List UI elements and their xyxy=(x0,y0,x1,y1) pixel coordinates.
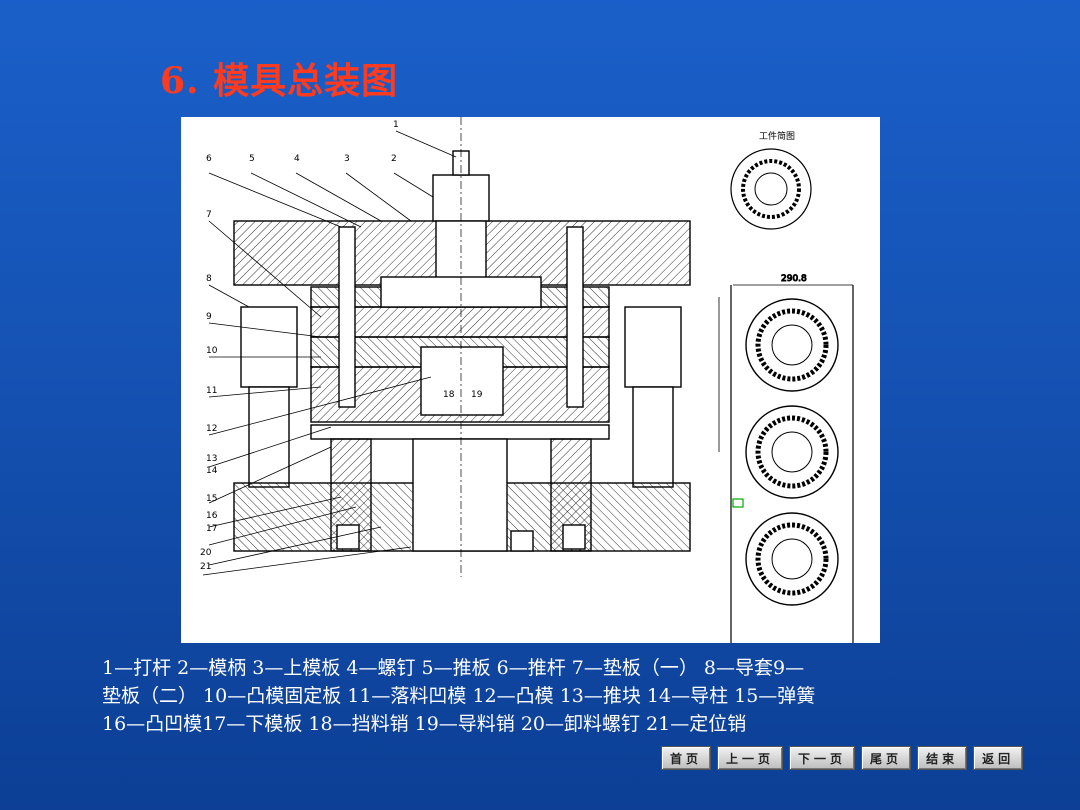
part-label: 19 xyxy=(471,390,483,400)
parts-legend: 1—打杆 2—模柄 3—上模板 4—螺钉 5—推板 6—推杆 7—垫板（一） 8… xyxy=(102,654,1002,738)
part-label: 12 xyxy=(206,424,217,434)
strip-layout: 290.8 xyxy=(718,274,854,643)
part-label: 11 xyxy=(206,386,217,396)
part-label: 3 xyxy=(344,154,350,164)
back-button[interactable]: 返回 xyxy=(973,746,1024,770)
assembly-svg: 1 2 3 4 5 6 7 8 9 10 11 12 13 14 15 16 1… xyxy=(200,117,854,643)
slide-title: 6. 模具总装图 xyxy=(160,60,399,102)
part-label: 1 xyxy=(393,120,399,130)
part-label: 13 xyxy=(206,454,217,464)
part-label: 14 xyxy=(206,466,218,476)
part-label: 10 xyxy=(206,346,218,356)
section-view xyxy=(202,117,691,577)
part-label: 2 xyxy=(391,154,397,164)
dimension-label: 290.8 xyxy=(781,274,807,284)
part-label: 5 xyxy=(249,154,255,164)
part-label: 7 xyxy=(206,210,212,220)
workpiece-label: 工件简图 xyxy=(759,130,795,142)
last-page-button[interactable]: 尾页 xyxy=(861,746,912,770)
navigation-bar: 首页 上一页 下一页 尾页 结束 返回 xyxy=(661,746,1024,770)
home-button[interactable]: 首页 xyxy=(661,746,712,770)
part-label: 4 xyxy=(294,154,300,164)
part-label: 16 xyxy=(206,511,218,521)
next-page-button[interactable]: 下一页 xyxy=(789,746,856,770)
prev-page-button[interactable]: 上一页 xyxy=(717,746,784,770)
legend-line-2: 垫板（二） 10—凸模固定板 11—落料凹模 12—凸模 13—推块 14—导柱… xyxy=(102,685,816,707)
part-label: 20 xyxy=(200,548,212,558)
part-label: 18 xyxy=(443,390,455,400)
die-assembly-drawing: 1 2 3 4 5 6 7 8 9 10 11 12 13 14 15 16 1… xyxy=(181,117,880,643)
legend-line-3: 16—凸凹模17—下模板 18—挡料销 19—导料销 20—卸料螺钉 21—定位… xyxy=(102,713,747,735)
end-button[interactable]: 结束 xyxy=(917,746,968,770)
part-label: 6 xyxy=(206,154,212,164)
workpiece-sketch: 工件简图 xyxy=(730,130,812,230)
legend-line-1: 1—打杆 2—模柄 3—上模板 4—螺钉 5—推板 6—推杆 7—垫板（一） 8… xyxy=(102,657,805,679)
part-label: 9 xyxy=(206,312,212,322)
part-label: 8 xyxy=(206,274,212,284)
part-label: 15 xyxy=(206,494,217,504)
part-number-labels: 1 2 3 4 5 6 7 8 9 10 11 12 13 14 15 16 1… xyxy=(200,120,483,572)
part-label: 17 xyxy=(206,524,217,534)
part-label: 21 xyxy=(200,562,211,572)
